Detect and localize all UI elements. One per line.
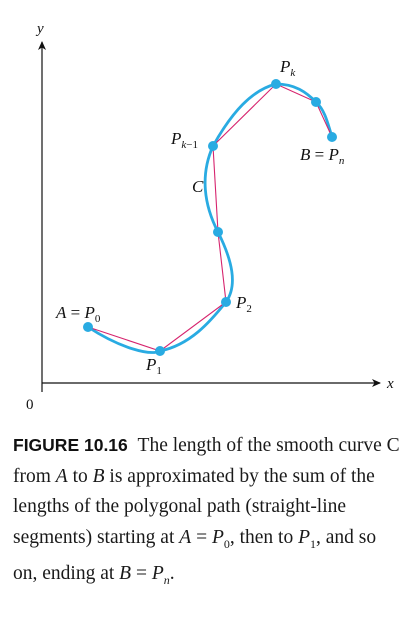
point-p2	[221, 297, 231, 307]
label-pk-1: Pk−1	[170, 129, 198, 151]
caption-text-1: The length of the smooth curve C from	[13, 435, 400, 487]
label-pk: Pk	[279, 57, 296, 79]
curve-c	[87, 82, 334, 354]
caption-to: to	[67, 465, 93, 487]
point-p3	[213, 227, 223, 237]
figure-label: FIGURE 10.16	[13, 435, 128, 455]
curve-points	[83, 79, 337, 356]
point-pk+1	[311, 97, 321, 107]
caption-end: .	[169, 562, 175, 584]
point-pk	[271, 79, 281, 89]
caption-p0: P	[211, 526, 224, 548]
point-pk-1	[208, 141, 218, 151]
label-p0: A = P0	[55, 303, 101, 325]
x-axis-label: x	[386, 376, 394, 392]
label-curve-c: C	[192, 177, 204, 196]
caption-b: B	[92, 465, 105, 487]
caption-b-eq: B	[119, 562, 132, 584]
label-p1: P1	[145, 355, 162, 377]
caption-pn-sub: n	[163, 572, 170, 587]
caption-p1-sub: 1	[310, 536, 317, 551]
arc-length-diagram: y x 0 A = P0 P1 P2 Pk−1 Pk B = Pn C	[26, 21, 394, 413]
y-axis-label: y	[35, 21, 44, 37]
point-pn	[327, 132, 337, 142]
point-p0	[83, 322, 93, 332]
label-p2: P2	[235, 293, 252, 315]
caption-text-3: , and so on, ending at	[13, 526, 377, 584]
point-p1	[155, 346, 165, 356]
label-pn: B = Pn	[300, 145, 345, 167]
caption-then: , then to	[229, 526, 299, 548]
caption-a-eq: A	[179, 526, 192, 548]
figure-caption: FIGURE 10.16 The length of the smooth cu…	[13, 430, 403, 595]
caption-eq1: =	[191, 526, 212, 548]
caption-a: A	[55, 465, 68, 487]
caption-eq2: =	[131, 562, 152, 584]
caption-text-2: is approximated by the sum of the length…	[13, 465, 375, 548]
polygonal-path	[87, 83, 333, 352]
caption-p1: P	[298, 526, 311, 548]
caption-pn: P	[151, 562, 164, 584]
origin-label: 0	[26, 397, 34, 413]
caption-p0-sub: 0	[223, 536, 230, 551]
